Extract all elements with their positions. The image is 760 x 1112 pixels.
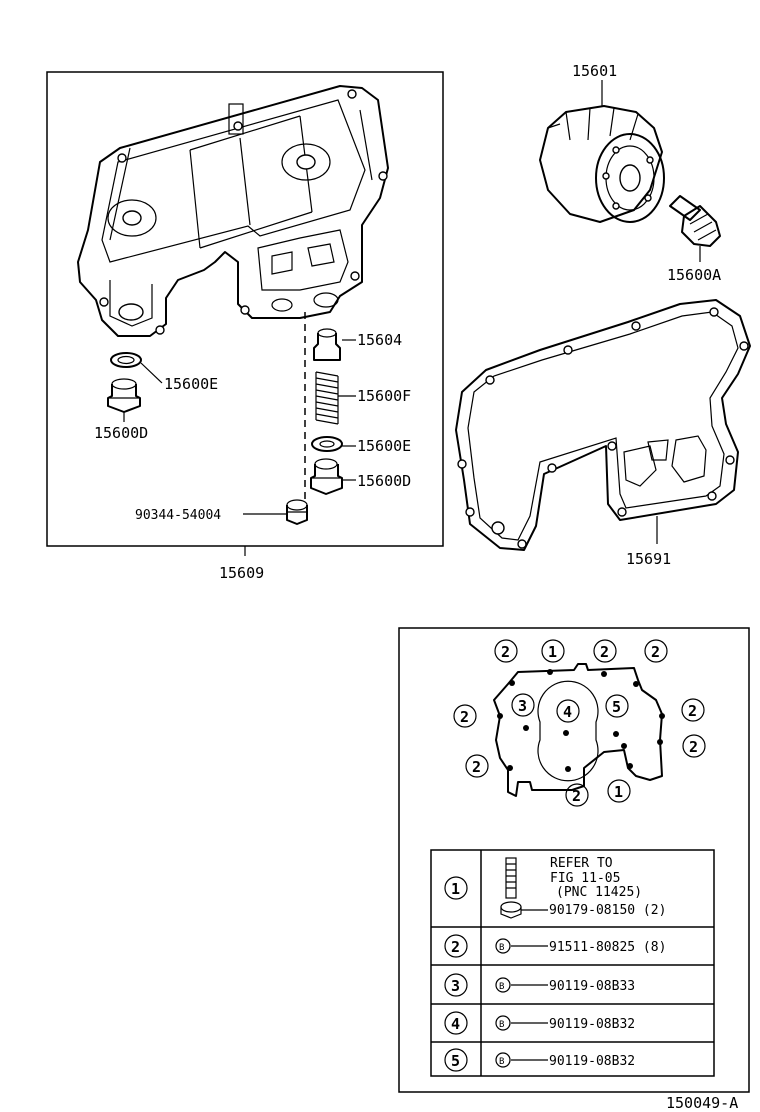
svg-text:2: 2 xyxy=(651,643,660,661)
svg-text:5: 5 xyxy=(612,698,621,716)
bolt-table xyxy=(430,849,715,1077)
svg-text:2: 2 xyxy=(451,938,460,956)
label-15601: 15601 xyxy=(572,62,617,80)
figure-id: 150049-A xyxy=(666,1094,738,1112)
svg-text:90119-08B32: 90119-08B32 xyxy=(549,1017,635,1032)
svg-text:90179-08150 (2): 90179-08150 (2) xyxy=(549,903,666,918)
bolt-location-frame xyxy=(398,627,750,1093)
svg-text:90119-08B32: 90119-08B32 xyxy=(549,1054,635,1069)
oil-filter-15601 xyxy=(539,105,665,223)
table-row-4: 4 B 90119-08B32 xyxy=(444,1011,635,1035)
label-15609: 15609 xyxy=(219,564,264,582)
marker-1-top: 1 xyxy=(541,639,565,663)
plug-90344-54004 xyxy=(286,499,308,525)
marker-2-left-lower: 2 xyxy=(465,754,489,778)
svg-text:B: B xyxy=(499,982,504,992)
washer-15600E-left xyxy=(110,352,142,368)
svg-text:2: 2 xyxy=(600,643,609,661)
marker-2-top-mid: 2 xyxy=(593,639,617,663)
svg-text:4: 4 xyxy=(563,703,572,721)
svg-text:1: 1 xyxy=(614,783,623,801)
plug-15600D-right xyxy=(310,458,343,495)
marker-1-bottom: 1 xyxy=(607,779,631,803)
label-15691: 15691 xyxy=(626,550,671,568)
gasket-15691 xyxy=(455,299,751,551)
table-row-1: 1 REFER TO FIG 11-05 (PNC 11425) 90179-0… xyxy=(444,856,666,919)
svg-text:B: B xyxy=(499,1020,504,1030)
label-15604: 15604 xyxy=(357,331,402,349)
plug-15600D-left xyxy=(107,378,141,413)
label-15600D-left: 15600D xyxy=(94,424,148,442)
svg-text:91511-80825 (8): 91511-80825 (8) xyxy=(549,940,666,955)
svg-text:B: B xyxy=(499,943,504,953)
leader-15600E-left xyxy=(140,362,163,384)
marker-5: 5 xyxy=(605,694,629,718)
washer-15600E-right xyxy=(311,436,343,452)
marker-2-bottom: 2 xyxy=(565,783,589,807)
marker-2-right-lower: 2 xyxy=(682,734,706,758)
marker-2-right-upper: 2 xyxy=(681,698,705,722)
spring-15600F xyxy=(315,371,339,425)
table-row-3: 3 B 90119-08B33 xyxy=(444,973,635,997)
marker-3: 3 xyxy=(511,693,535,717)
label-15600E-right: 15600E xyxy=(357,437,411,455)
union-15600A xyxy=(669,195,721,247)
svg-text:B: B xyxy=(499,1057,504,1067)
table-row-5: 5 B 90119-08B32 xyxy=(444,1048,635,1072)
stud-bolt-icon xyxy=(505,857,517,899)
svg-text:REFER TO: REFER TO xyxy=(550,856,613,871)
svg-text:3: 3 xyxy=(451,977,460,995)
svg-text:2: 2 xyxy=(460,708,469,726)
label-15600F: 15600F xyxy=(357,387,411,405)
svg-text:2: 2 xyxy=(689,738,698,756)
label-15600D-right: 15600D xyxy=(357,472,411,490)
svg-text:1: 1 xyxy=(451,880,460,898)
svg-text:4: 4 xyxy=(451,1015,460,1033)
svg-text:1: 1 xyxy=(548,643,557,661)
marker-2-left-upper: 2 xyxy=(453,704,477,728)
oil-pump-housing xyxy=(77,85,389,337)
svg-text:2: 2 xyxy=(472,758,481,776)
svg-text:2: 2 xyxy=(688,702,697,720)
svg-text:(PNC 11425): (PNC 11425) xyxy=(556,885,642,900)
marker-2-top-right: 2 xyxy=(644,639,668,663)
marker-4: 4 xyxy=(556,699,580,723)
label-15600A: 15600A xyxy=(667,266,721,284)
svg-text:2: 2 xyxy=(572,787,581,805)
marker-2-top-left: 2 xyxy=(494,639,518,663)
flange-nut-icon xyxy=(500,901,522,919)
svg-text:5: 5 xyxy=(451,1052,460,1070)
label-15600E-left: 15600E xyxy=(164,375,218,393)
relief-valve-15604 xyxy=(313,328,341,361)
bolt-pattern-plate xyxy=(493,663,663,797)
svg-text:90119-08B33: 90119-08B33 xyxy=(549,979,635,994)
label-90344-54004: 90344-54004 xyxy=(135,508,221,523)
svg-text:2: 2 xyxy=(501,643,510,661)
svg-text:FIG 11-05: FIG 11-05 xyxy=(550,871,620,886)
table-row-2: 2 B 91511-80825 (8) xyxy=(444,934,666,958)
svg-text:3: 3 xyxy=(518,697,527,715)
